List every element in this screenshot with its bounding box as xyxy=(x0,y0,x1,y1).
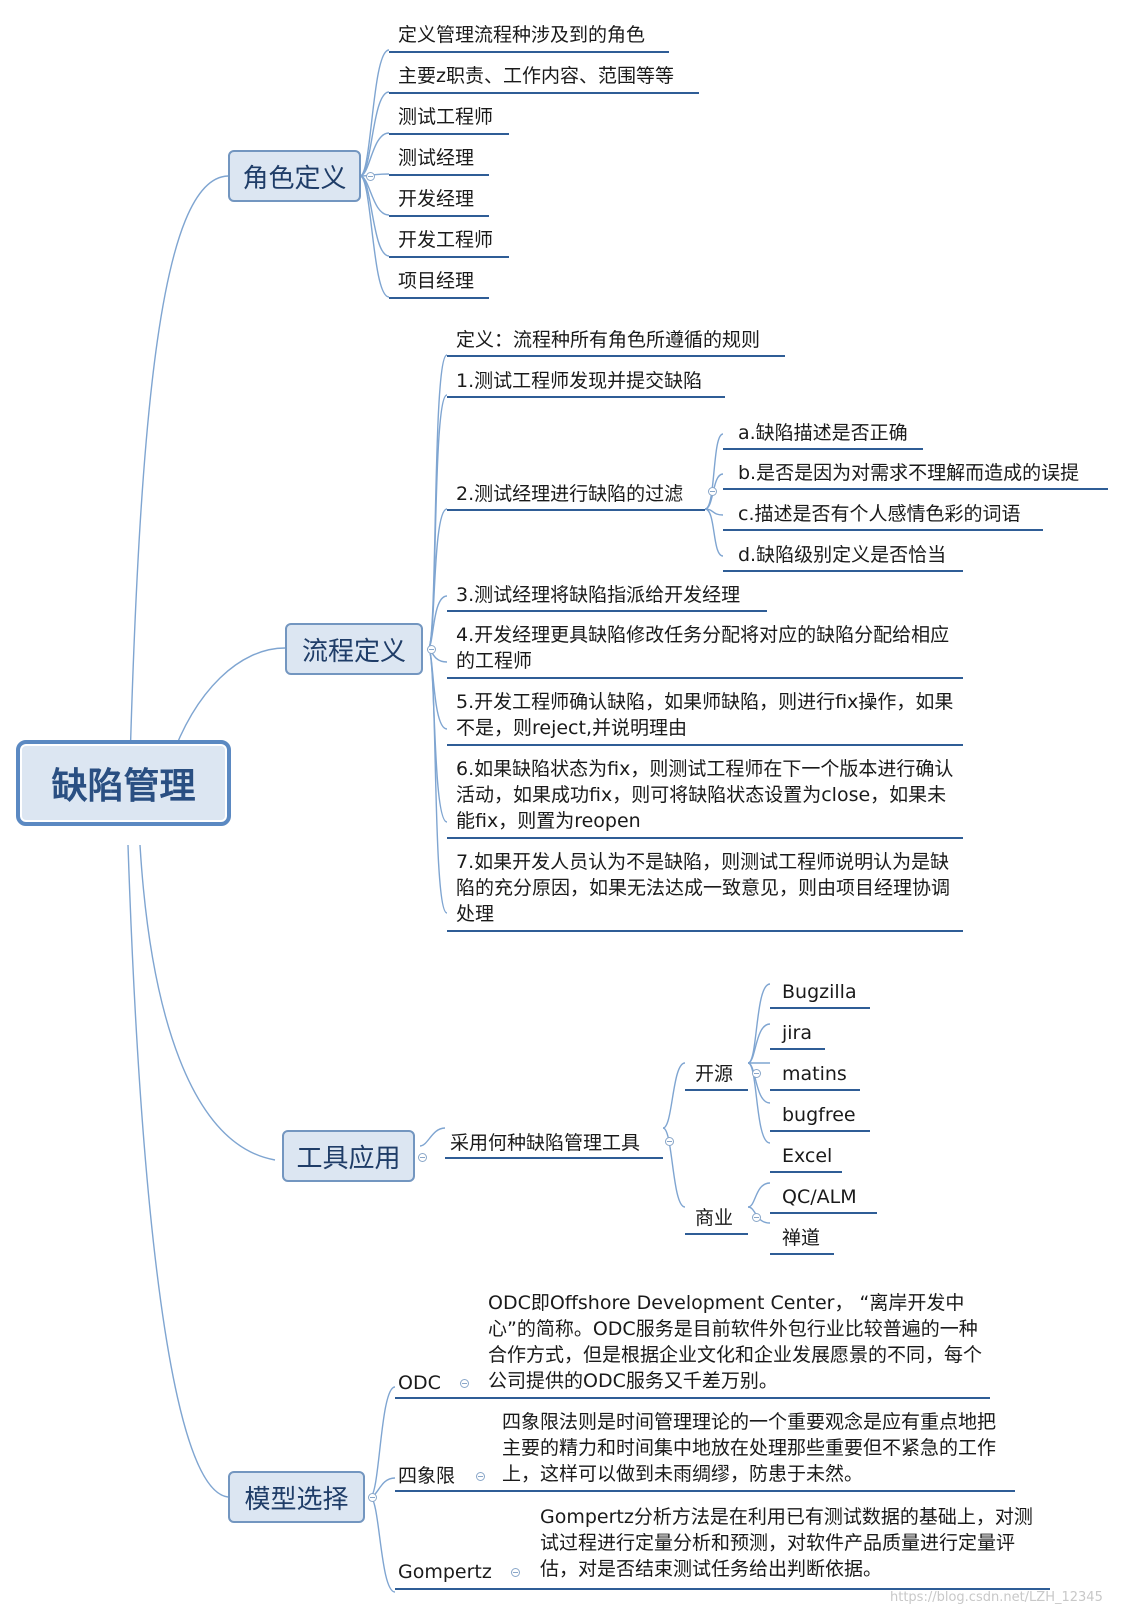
process-item[interactable]: 1.测试工程师发现并提交缺陷 xyxy=(456,370,703,392)
tool-item-underline xyxy=(770,1007,870,1009)
tool-item-underline xyxy=(770,1048,825,1050)
collapse-toggle-icon[interactable] xyxy=(511,1568,520,1577)
model-quadrant-label[interactable]: 四象限 xyxy=(398,1465,456,1487)
tool-item-underline xyxy=(770,1171,842,1173)
role-item[interactable]: 测试经理 xyxy=(398,147,475,169)
tool-item[interactable]: bugfree xyxy=(782,1104,856,1126)
role-item-underline xyxy=(389,51,669,53)
branch-role-definition[interactable]: 角色定义 xyxy=(228,150,361,202)
collapse-toggle-icon[interactable] xyxy=(366,172,375,181)
process-item[interactable]: 定义：流程种所有角色所遵循的规则 xyxy=(456,329,761,351)
collapse-toggle-icon[interactable] xyxy=(665,1137,674,1146)
role-item-underline xyxy=(389,133,509,135)
role-item[interactable]: 测试工程师 xyxy=(398,106,494,128)
tools-open-source[interactable]: 开源 xyxy=(695,1063,734,1085)
model-quadrant-desc[interactable]: 四象限法则是时间管理理论的一个重要观念是应有重点地把主要的精力和时间集中地放在处… xyxy=(502,1411,997,1485)
role-item[interactable]: 主要z职责、工作内容、范围等等 xyxy=(398,65,674,87)
process-item[interactable]: 7.如果开发人员认为不是缺陷，则测试工程师说明认为是缺陷的充分原因，如果无法达成… xyxy=(456,851,951,925)
branch-process-label: 流程定义 xyxy=(301,636,406,667)
watermark: https://blog.csdn.net/LZH_12345 xyxy=(890,1590,1103,1605)
process-item-underline xyxy=(447,930,963,932)
tool-item-underline xyxy=(770,1130,870,1132)
tools-commercial-underline xyxy=(685,1233,748,1235)
tool-item-underline xyxy=(770,1089,860,1091)
filter-item[interactable]: d.缺陷级别定义是否恰当 xyxy=(738,544,947,566)
model-gompertz-label[interactable]: Gompertz xyxy=(398,1561,492,1583)
branch-process-definition[interactable]: 流程定义 xyxy=(285,623,423,675)
role-item-underline xyxy=(389,256,509,258)
tool-item[interactable]: Bugzilla xyxy=(782,981,857,1003)
role-item-underline xyxy=(389,297,489,299)
role-item[interactable]: 项目经理 xyxy=(398,270,475,292)
collapse-toggle-icon[interactable] xyxy=(476,1472,485,1481)
process-item-underline xyxy=(447,396,725,398)
process-item[interactable]: 4.开发经理更具缺陷修改任务分配将对应的缺陷分配给相应的工程师 xyxy=(456,624,950,672)
branch-role-label: 角色定义 xyxy=(242,163,347,194)
collapse-toggle-icon[interactable] xyxy=(418,1153,427,1162)
role-item[interactable]: 开发工程师 xyxy=(398,229,494,251)
process-item-underline xyxy=(447,744,963,746)
tool-item[interactable]: QC/ALM xyxy=(782,1186,857,1208)
filter-item[interactable]: c.描述是否有个人感情色彩的词语 xyxy=(738,503,1021,525)
tool-item[interactable]: jira xyxy=(782,1022,813,1044)
tool-item-underline xyxy=(770,1212,877,1214)
model-gompertz-underline xyxy=(395,1588,1050,1590)
model-odc-label[interactable]: ODC xyxy=(398,1372,441,1394)
collapse-toggle-icon[interactable] xyxy=(427,645,436,654)
model-odc-desc[interactable]: ODC即Offshore Development Center， “离岸开发中心… xyxy=(488,1292,983,1392)
process-item-underline xyxy=(447,677,963,679)
tools-question[interactable]: 采用何种缺陷管理工具 xyxy=(450,1132,641,1154)
filter-item-underline xyxy=(723,529,1043,531)
tool-item[interactable]: matins xyxy=(782,1063,847,1085)
branch-model-selection[interactable]: 模型选择 xyxy=(228,1471,365,1523)
collapse-toggle-icon[interactable] xyxy=(752,1213,761,1222)
tools-question-underline xyxy=(445,1157,663,1159)
role-item[interactable]: 定义管理流程种涉及到的角色 xyxy=(398,24,646,46)
process-item-underline xyxy=(447,837,963,839)
collapse-toggle-icon[interactable] xyxy=(368,1493,377,1502)
model-quadrant-underline xyxy=(395,1490,1015,1492)
process-item[interactable]: 3.测试经理将缺陷指派给开发经理 xyxy=(456,584,741,606)
tool-item-underline xyxy=(770,1253,834,1255)
process-item-filter[interactable]: 2.测试经理进行缺陷的过滤 xyxy=(456,483,684,505)
filter-item-underline xyxy=(723,448,923,450)
role-item-underline xyxy=(389,174,489,176)
tools-commercial[interactable]: 商业 xyxy=(695,1207,734,1229)
collapse-toggle-icon[interactable] xyxy=(708,487,717,496)
branch-tool-application[interactable]: 工具应用 xyxy=(282,1130,415,1182)
tool-item[interactable]: 禅道 xyxy=(782,1227,821,1249)
process-item-underline xyxy=(447,610,767,612)
branch-tools-label: 工具应用 xyxy=(296,1143,401,1174)
filter-item-underline xyxy=(723,488,1108,490)
process-item-underline xyxy=(447,355,785,357)
collapse-toggle-icon[interactable] xyxy=(460,1379,469,1388)
branch-model-label: 模型选择 xyxy=(244,1484,349,1515)
role-item[interactable]: 开发经理 xyxy=(398,188,475,210)
role-item-underline xyxy=(389,215,489,217)
collapse-toggle-icon[interactable] xyxy=(752,1069,761,1078)
root-node[interactable]: 缺陷管理 xyxy=(16,740,231,826)
process-item[interactable]: 6.如果缺陷状态为fix，则测试工程师在下一个版本进行确认活动，如果成功fix，… xyxy=(456,758,954,832)
process-item[interactable]: 5.开发工程师确认缺陷，如果师缺陷，则进行fix操作，如果不是，则reject,… xyxy=(456,691,954,739)
root-label: 缺陷管理 xyxy=(51,766,196,807)
filter-item[interactable]: a.缺陷描述是否正确 xyxy=(738,422,908,444)
model-odc-underline xyxy=(395,1397,990,1399)
filter-item[interactable]: b.是否是因为对需求不理解而造成的误提 xyxy=(738,462,1080,484)
tool-item[interactable]: Excel xyxy=(782,1145,833,1167)
process-item-underline xyxy=(447,509,705,511)
role-item-underline xyxy=(389,92,699,94)
model-gompertz-desc[interactable]: Gompertz分析方法是在利用已有测试数据的基础上，对测试过程进行定量分析和预… xyxy=(540,1506,1033,1580)
tools-open-underline xyxy=(685,1089,748,1091)
filter-item-underline xyxy=(723,570,963,572)
